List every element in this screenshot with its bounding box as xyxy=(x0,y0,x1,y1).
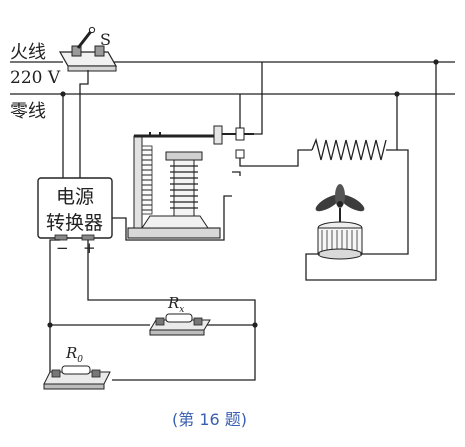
heater-coil xyxy=(311,137,387,161)
live-wire-label: 火线 xyxy=(10,42,46,63)
contact-to-live-wire xyxy=(254,62,263,135)
fan-to-neutral-wire xyxy=(360,149,409,255)
converter-to-rx-wire xyxy=(49,239,150,326)
relay-contacts xyxy=(213,125,254,159)
rx-letter: R xyxy=(168,294,180,312)
bus-junction xyxy=(252,322,258,328)
power-converter xyxy=(37,177,113,239)
resistor-rx xyxy=(149,313,211,336)
contact-to-heater-wire xyxy=(239,149,312,167)
minus-label: − xyxy=(56,239,69,257)
rx-junction xyxy=(47,322,53,328)
heater-to-neutral-wire xyxy=(386,94,398,151)
voltage-label: 220 V xyxy=(10,68,61,88)
fan-to-live-wire xyxy=(305,62,437,281)
contact-lower-wire xyxy=(232,171,241,176)
plus-to-r0-wire xyxy=(87,240,256,381)
electromagnetic-relay xyxy=(127,132,221,239)
converter-to-relay-wire xyxy=(112,195,232,241)
switch-label: S xyxy=(100,30,111,49)
switch-to-converter-wire xyxy=(79,70,89,178)
minus-terminal xyxy=(54,234,68,241)
converter-label-line2: 转换器 xyxy=(46,212,104,234)
neutral-wire-label: 零线 xyxy=(10,101,46,122)
rx-label: Rx xyxy=(168,294,184,315)
plus-label: + xyxy=(83,239,96,257)
rx-subscript: x xyxy=(179,305,185,315)
figure-caption: (第 16 题) xyxy=(172,410,248,429)
r0-label: R0 xyxy=(66,344,83,365)
fan-motor xyxy=(315,184,365,260)
resistor-r0 xyxy=(43,365,111,390)
r0-letter: R xyxy=(66,344,78,362)
r0-subscript: 0 xyxy=(77,355,84,365)
converter-label-line1: 电源 xyxy=(56,186,95,208)
switch-s xyxy=(58,26,118,72)
